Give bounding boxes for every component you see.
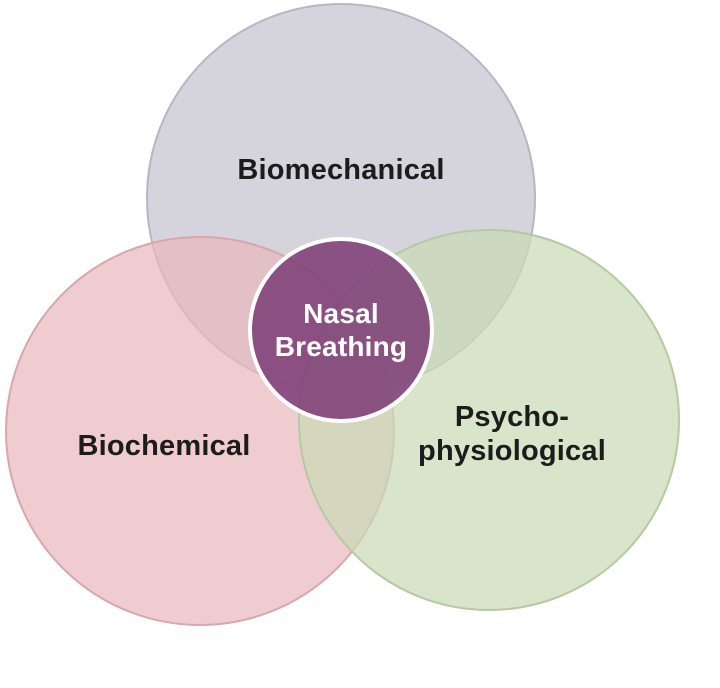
label-center-line1: Nasal [303, 298, 379, 329]
label-biochemical: Biochemical [77, 430, 251, 462]
label-psycho-line2: physiological [418, 435, 606, 467]
circle-nasal-breathing [248, 237, 434, 423]
label-psycho-line1: Psycho- [454, 401, 570, 433]
label-center-line2: Breathing [274, 331, 408, 362]
label-biomechanical: Biomechanical [237, 154, 445, 186]
label-psychophysiological: Psycho- physiological [418, 400, 606, 468]
label-nasal-breathing: Nasal Breathing [275, 297, 407, 363]
